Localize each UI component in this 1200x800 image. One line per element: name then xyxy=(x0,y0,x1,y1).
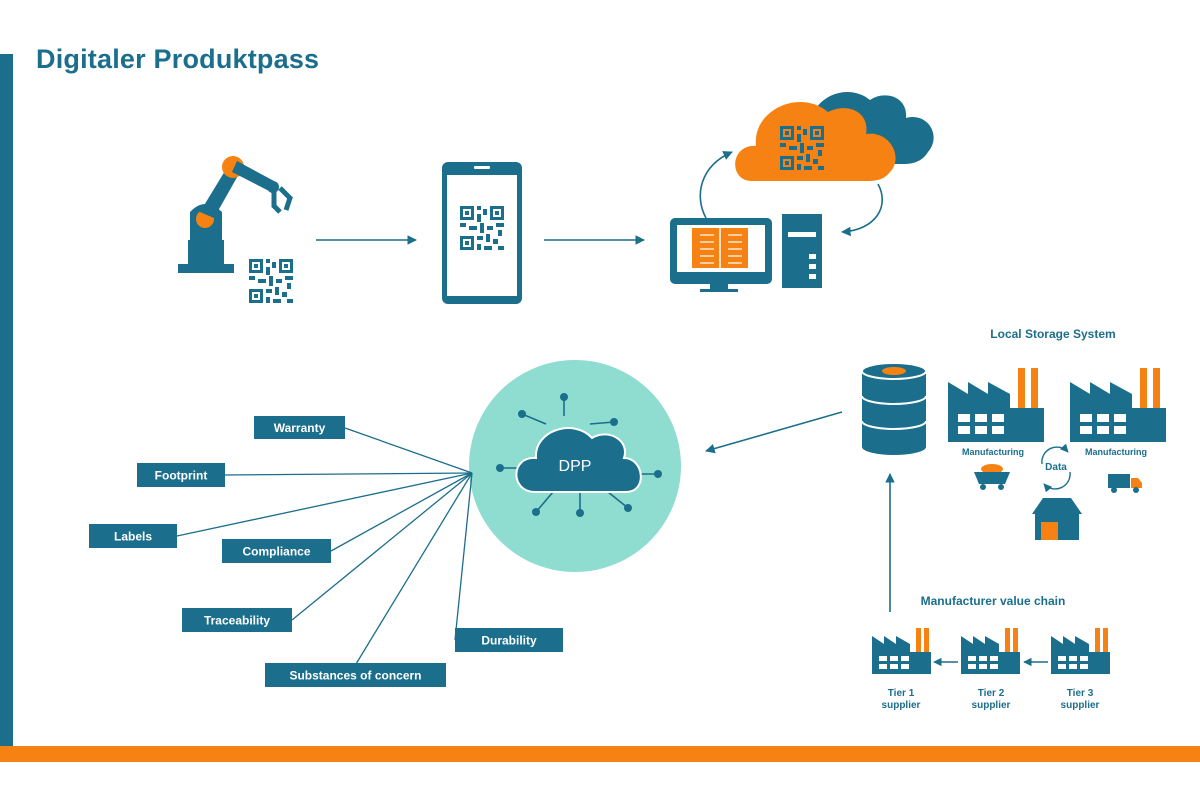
page-title: Digitaler Produktpass xyxy=(36,44,320,74)
attribute-label: Durability xyxy=(481,634,537,648)
monitor-icon xyxy=(670,218,772,292)
attribute-label: Warranty xyxy=(274,421,326,435)
bottom-accent-bar xyxy=(0,746,1200,762)
tier-label: Tier 1 xyxy=(888,688,915,699)
manufacturing-label: Manufacturing xyxy=(1085,447,1147,457)
database-icon xyxy=(861,362,927,455)
attribute-box-labels: Labels xyxy=(89,524,177,548)
tier-label: supplier xyxy=(1061,700,1100,711)
attribute-label: Footprint xyxy=(155,469,208,483)
arrow-storage-to-dpp xyxy=(705,411,843,454)
left-accent-bar xyxy=(0,54,13,746)
attribute-box-traceability: Traceability xyxy=(182,608,292,632)
attribute-label: Substances of concern xyxy=(289,669,421,683)
value-chain-title: Manufacturer value chain xyxy=(921,594,1066,608)
attribute-box-durability: Durability xyxy=(455,628,563,652)
dpp-label: DPP xyxy=(559,458,592,475)
factory-icon xyxy=(961,628,1020,674)
factory-icon xyxy=(872,628,931,674)
cloud-icon xyxy=(735,92,934,181)
attribute-box-compliance: Compliance xyxy=(222,539,331,563)
tier-label: supplier xyxy=(972,700,1011,711)
server-tower-icon xyxy=(782,214,822,288)
tier-label: Tier 3 xyxy=(1067,688,1094,699)
attribute-box-substances-of-concern: Substances of concern xyxy=(265,663,446,687)
dpp-connector-nodes xyxy=(496,393,662,517)
attribute-label: Traceability xyxy=(204,614,270,628)
attribute-box-warranty: Warranty xyxy=(254,416,345,439)
local-storage-title: Local Storage System xyxy=(990,327,1115,341)
data-cycle-icon xyxy=(1041,443,1071,493)
tier-label: supplier xyxy=(882,700,921,711)
dpp-cloud-icon xyxy=(515,427,642,493)
robot-arm-icon xyxy=(178,156,293,273)
factory-icon xyxy=(1070,368,1166,442)
tier-label: Tier 2 xyxy=(978,688,1005,699)
attribute-label: Labels xyxy=(114,530,152,544)
smartphone-icon xyxy=(442,162,522,304)
data-label: Data xyxy=(1045,462,1067,473)
factory-icon xyxy=(1051,628,1110,674)
attribute-connector-lines xyxy=(176,427,473,665)
cart-icon xyxy=(974,464,1010,490)
warehouse-icon xyxy=(1032,498,1082,540)
factory-icon xyxy=(948,368,1044,442)
attribute-box-footprint: Footprint xyxy=(137,463,225,487)
attribute-label: Compliance xyxy=(242,545,310,559)
arrow-cloud-to-server xyxy=(841,183,883,237)
truck-icon xyxy=(1108,474,1142,493)
manufacturing-label: Manufacturing xyxy=(962,447,1024,457)
arrow-monitor-to-cloud xyxy=(699,151,733,219)
robot-qr-code-icon xyxy=(249,259,293,303)
